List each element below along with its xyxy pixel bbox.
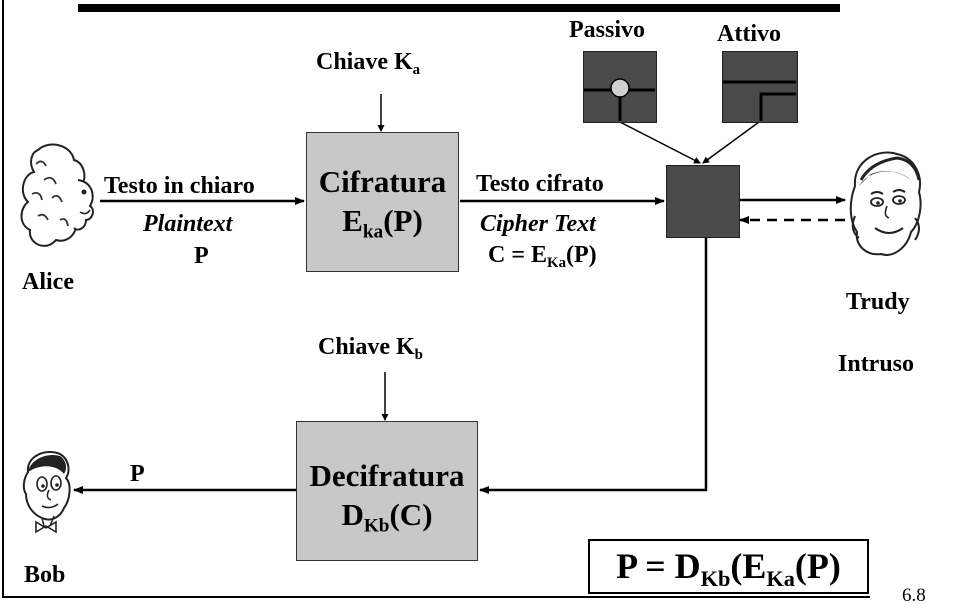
passive-label: Passivo	[569, 17, 646, 43]
encrypt-box: Cifratura Eka(P)	[306, 132, 459, 272]
title-rule	[78, 4, 840, 12]
decrypt-title: Decifratura	[309, 458, 465, 493]
alice-label: Alice	[22, 269, 74, 295]
passive-arrow	[619, 121, 701, 164]
bob-label: Bob	[24, 562, 66, 588]
trudy-label: Trudy	[846, 289, 910, 315]
slide-left-border	[2, 0, 4, 598]
bob-input-symbol: P	[130, 461, 145, 487]
active-label: Attivo	[717, 21, 781, 47]
intercept-node	[666, 165, 740, 238]
alice-icon	[20, 143, 94, 247]
key-a-label: Chiave Ka	[316, 49, 421, 79]
plaintext-it-label: Testo in chiaro	[104, 173, 255, 199]
encrypt-formula: Eka(P)	[342, 202, 423, 243]
to-decrypt-arrow	[479, 238, 708, 494]
decrypt-box: Decifratura DKb(C)	[296, 421, 478, 561]
ciphertext-equation: C = EKa(P)	[488, 242, 597, 272]
decrypt-formula: DKb(C)	[341, 496, 433, 537]
intruder-label: Intruso	[838, 351, 915, 377]
bob-icon	[22, 451, 71, 534]
active-arrow	[702, 121, 760, 164]
page-number: 6.8	[902, 585, 926, 606]
active-tap-icon	[723, 80, 796, 121]
key-b-label: Chiave Kb	[318, 334, 423, 364]
slide-bottom-border	[2, 596, 870, 598]
ciphertext-en-label: Cipher Text	[480, 211, 596, 237]
trudy-icon	[849, 151, 922, 256]
active-tap-box	[722, 51, 798, 123]
plaintext-en-label: Plaintext	[143, 211, 233, 237]
passive-tap-box	[583, 51, 657, 123]
decryption-formula: P = DKb(EKa(P)	[588, 539, 869, 594]
ciphertext-it-label: Testo cifrato	[476, 171, 604, 197]
passive-tap-icon	[584, 78, 655, 121]
plaintext-symbol: P	[194, 243, 209, 269]
encrypt-title: Cifratura	[318, 164, 447, 199]
